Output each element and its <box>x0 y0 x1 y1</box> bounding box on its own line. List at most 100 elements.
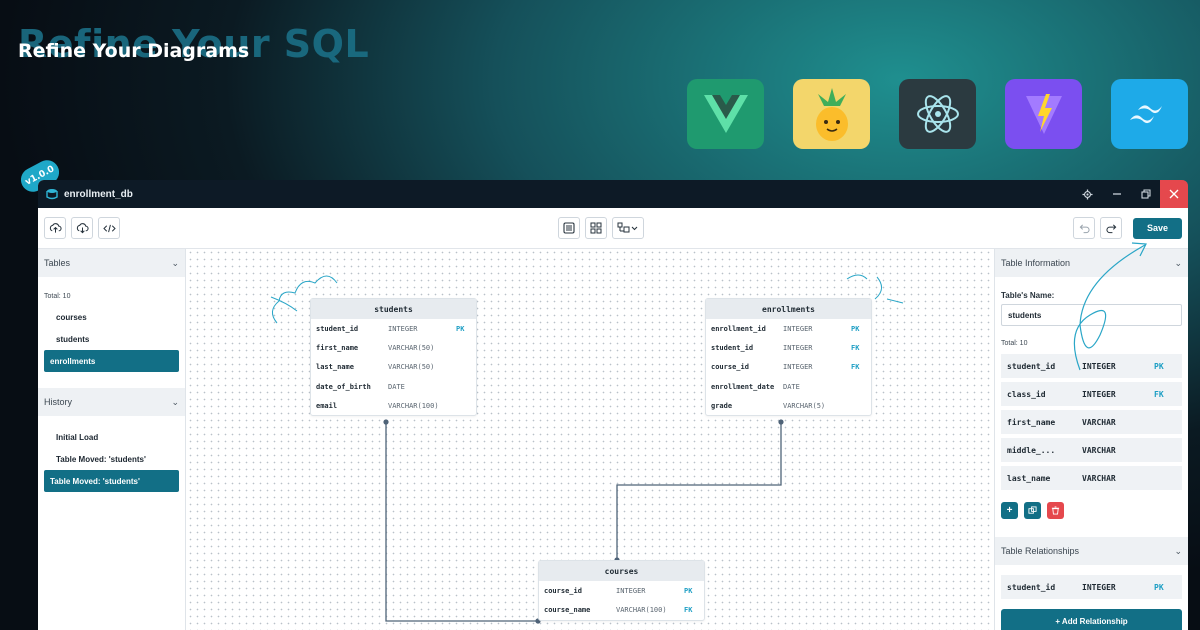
title-bar: enrollment_db <box>38 180 1188 208</box>
add-relationship-button[interactable]: + Add Relationship <box>1001 609 1182 630</box>
history-item-active[interactable]: Table Moved: 'students' <box>44 470 179 492</box>
vue-logo <box>687 79 764 149</box>
list-view-icon[interactable] <box>558 217 580 239</box>
arrow-doodle <box>1073 242 1147 371</box>
column-row[interactable]: middle_...VARCHAR <box>1001 438 1182 462</box>
history-header-label: History <box>44 397 73 407</box>
er-column-row[interactable]: course_id INTEGER FK <box>706 358 871 377</box>
column-type: VARCHAR <box>1082 473 1116 483</box>
upload-cloud-icon[interactable] <box>44 217 66 239</box>
history-item[interactable]: Table Moved: 'students' <box>56 454 146 464</box>
pineapple-logo <box>793 79 870 149</box>
er-table-title: courses <box>539 561 704 581</box>
column-name: student_id <box>316 324 359 333</box>
history-section-header[interactable]: History ⌄ <box>38 388 185 416</box>
app-window: enrollment_db <box>38 180 1188 630</box>
save-button[interactable]: Save <box>1133 217 1182 239</box>
relationships-section-header[interactable]: Table Relationships ⌄ <box>995 537 1188 565</box>
column-type: VARCHAR(100) <box>388 401 439 410</box>
column-name: last_name <box>316 363 354 372</box>
column-key: PK <box>1154 361 1164 371</box>
table-name-input[interactable]: students <box>1001 304 1182 326</box>
column-name: class_id <box>1007 389 1046 399</box>
hero-headline: Refine Your Diagrams <box>18 40 250 62</box>
er-column-row[interactable]: last_name VARCHAR(50) <box>311 358 476 377</box>
code-icon[interactable] <box>98 217 120 239</box>
restore-icon[interactable] <box>1131 180 1160 208</box>
column-type: INTEGER <box>388 324 418 333</box>
relationship-lines <box>270 274 904 624</box>
column-type: VARCHAR(100) <box>616 605 667 614</box>
download-cloud-icon[interactable] <box>71 217 93 239</box>
chevron-down-icon: ⌄ <box>171 257 179 268</box>
er-column-row[interactable]: course_name VARCHAR(100) FK <box>539 600 704 619</box>
chevron-down-icon: ⌄ <box>1174 257 1182 268</box>
column-key: PK <box>456 324 465 333</box>
vite-logo <box>1005 79 1082 149</box>
tables-header-label: Tables <box>44 258 71 268</box>
minimize-icon[interactable] <box>1102 180 1131 208</box>
history-item[interactable]: Initial Load <box>56 432 99 442</box>
column-key: FK <box>684 605 693 614</box>
column-name: enrollment_id <box>711 324 766 333</box>
grid-view-icon[interactable] <box>585 217 607 239</box>
electron-logo <box>899 79 976 149</box>
table-info-section-header[interactable]: Table Information ⌄ <box>995 249 1188 277</box>
trash-icon[interactable] <box>1047 502 1064 519</box>
tailwind-logo <box>1111 79 1188 149</box>
column-type: INTEGER <box>783 363 813 372</box>
close-icon[interactable] <box>1160 180 1188 208</box>
column-name: email <box>316 401 338 410</box>
hero-headline-background: Refine Your SQL <box>18 22 370 66</box>
layout-dropdown-icon[interactable] <box>612 217 644 239</box>
column-type: INTEGER <box>616 586 646 595</box>
duplicate-icon[interactable] <box>1024 502 1041 519</box>
column-type: INTEGER <box>1082 361 1116 371</box>
column-key: PK <box>1154 582 1164 592</box>
tables-section-header[interactable]: Tables ⌄ <box>38 249 185 277</box>
columns-total: Total: 10 <box>1001 340 1028 347</box>
undo-icon[interactable] <box>1073 217 1095 239</box>
settings-gear-icon[interactable] <box>1073 180 1102 208</box>
column-type: VARCHAR(50) <box>388 363 435 372</box>
er-column-row[interactable]: student_id INTEGER PK <box>311 319 476 338</box>
er-column-row[interactable]: email VARCHAR(100) <box>311 396 476 415</box>
column-key: FK <box>851 343 860 352</box>
table-info-header-label: Table Information <box>1001 258 1071 268</box>
column-key: FK <box>851 363 860 372</box>
redo-icon[interactable] <box>1100 217 1122 239</box>
column-name: enrollment_date <box>711 382 775 391</box>
column-name: student_id <box>711 343 754 352</box>
column-key: FK <box>1154 389 1164 399</box>
tables-total: Total: 10 <box>44 293 71 300</box>
column-name: first_name <box>316 343 359 352</box>
column-name: course_name <box>544 605 591 614</box>
add-column-icon[interactable]: + <box>1001 502 1018 519</box>
left-panel: Tables ⌄ Total: 10 courses students enro… <box>38 249 186 630</box>
column-name: course_id <box>711 363 749 372</box>
column-name: first_name <box>1007 417 1056 427</box>
table-name-label: Table's Name: <box>1001 291 1055 300</box>
column-type: INTEGER <box>783 324 813 333</box>
table-item-students[interactable]: students <box>56 334 90 344</box>
column-type: VARCHAR <box>1082 445 1116 455</box>
table-item-courses[interactable]: courses <box>56 312 87 322</box>
table-item-enrollments[interactable]: enrollments <box>44 350 179 372</box>
column-name: student_id <box>1007 582 1056 592</box>
